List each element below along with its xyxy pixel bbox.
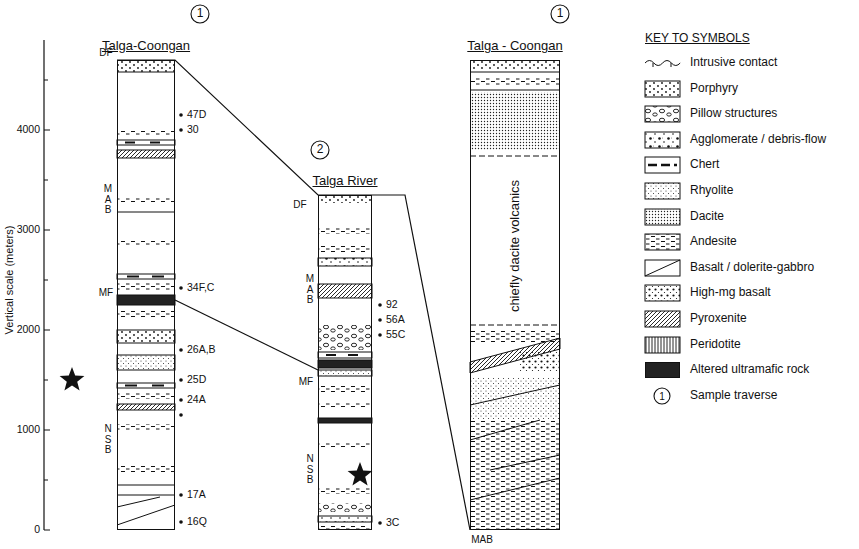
traverse-number: 1	[659, 391, 665, 402]
traverse-number: 1	[197, 7, 204, 20]
formation-label: DF	[293, 199, 306, 210]
legend-swatch	[645, 362, 680, 378]
traverse-number: 2	[317, 143, 324, 156]
legend-text: Altered ultramafic rock	[690, 363, 809, 376]
sample-number: 47D	[187, 109, 206, 121]
legend-text: Basalt / dolerite-gabbro	[690, 261, 814, 274]
sample-number: 26A,B	[187, 344, 216, 356]
correlation-line	[175, 300, 318, 370]
legend-text: Sample traverse	[690, 389, 777, 402]
axis-tick-label: 1000	[17, 424, 40, 436]
axis-tick-label: 0	[34, 524, 40, 536]
traverse-circle	[191, 5, 670, 404]
legend-text: High-mg basalt	[690, 286, 771, 299]
legend-title: KEY TO SYMBOLS	[645, 32, 750, 45]
formation-label: NSB	[103, 424, 113, 456]
legend-text: Andesite	[690, 235, 737, 248]
legend-swatches	[645, 61, 680, 354]
traverse-number: 1	[557, 7, 564, 20]
formation-label: MF	[299, 376, 313, 387]
column-heading: Talga-Coongan	[102, 38, 190, 53]
legend-text: Peridotite	[690, 338, 741, 351]
sample-number: 92	[386, 299, 398, 311]
legend-text: Agglomerate / debris-flow	[690, 133, 826, 146]
legend-text: Intrusive contact	[690, 56, 777, 69]
legend-text: Rhyolite	[690, 184, 733, 197]
formation-label: MAB	[471, 534, 493, 545]
sample-number: 25D	[187, 374, 206, 386]
stratigraphic-column: Talga - Coonganchiefly dacite volcanics	[470, 60, 560, 530]
formation-label: DF	[99, 47, 112, 58]
vertical-axis	[44, 40, 50, 530]
axis-title: Vertical scale (meters)	[3, 226, 15, 335]
formation-label: MAB	[103, 184, 113, 216]
sample-number: 16Q	[187, 516, 207, 528]
column-note: chiefly dacite volcanics	[508, 177, 523, 315]
star-marker	[60, 367, 373, 486]
column-2-layers	[318, 195, 372, 530]
legend-text: Chert	[690, 158, 719, 171]
stratigraphic-column: Talga River	[318, 195, 372, 530]
formation-label: MAB	[305, 274, 315, 306]
axis-tick-label: 3000	[17, 224, 40, 236]
legend-text: Pillow structures	[690, 107, 777, 120]
sample-number: 24A	[187, 394, 206, 406]
sample-number: 30	[187, 124, 199, 136]
column-3-layers	[470, 60, 560, 530]
legend-text: Porphyry	[690, 82, 738, 95]
sample-number: 3C	[386, 517, 399, 529]
column-heading: Talga - Coongan	[467, 38, 562, 53]
sample-number: 34F,C	[187, 282, 214, 294]
column-1-layers	[117, 60, 175, 525]
formation-label: MF	[99, 287, 113, 298]
axis-tick-label: 4000	[17, 124, 40, 136]
legend-text: Dacite	[690, 210, 724, 223]
column-heading: Talga River	[312, 173, 377, 188]
sample-number: 55C	[386, 329, 405, 341]
sample-number: 56A	[386, 314, 405, 326]
sample-dots	[179, 113, 382, 525]
formation-label: NSB	[305, 454, 315, 486]
correlation-line	[372, 195, 470, 530]
axis-tick-label: 2000	[17, 324, 40, 336]
sample-number: 17A	[187, 489, 206, 501]
legend-text: Pyroxenite	[690, 312, 747, 325]
stratigraphic-column: Talga-Coongan	[117, 60, 175, 530]
